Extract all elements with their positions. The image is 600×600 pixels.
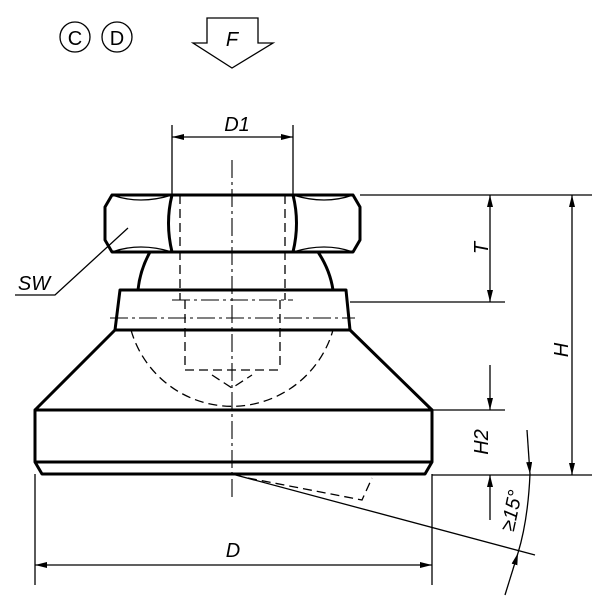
force-arrow-icon: F bbox=[190, 17, 276, 69]
svg-text:H: H bbox=[551, 342, 573, 357]
svg-text:C: C bbox=[68, 28, 82, 50]
dimension-h2: H2 bbox=[432, 365, 505, 520]
dimension-t: T bbox=[350, 194, 510, 303]
symbol-d: D bbox=[101, 21, 133, 53]
svg-text:F: F bbox=[226, 29, 240, 51]
hidden-thread bbox=[179, 195, 286, 389]
symbol-c: C bbox=[59, 21, 91, 53]
svg-text:≥15°: ≥15° bbox=[497, 488, 527, 533]
dimension-d: D bbox=[34, 474, 433, 585]
hex-nut bbox=[103, 193, 362, 254]
tilt-hidden-line bbox=[247, 477, 373, 501]
dimension-d1: D1 bbox=[171, 114, 294, 195]
dimension-h: H bbox=[432, 194, 592, 476]
svg-text:D: D bbox=[226, 540, 240, 562]
ball-hidden-outline bbox=[130, 329, 334, 407]
cone-body bbox=[33, 328, 434, 412]
svg-text:T: T bbox=[471, 240, 493, 254]
base-plate bbox=[33, 408, 434, 476]
svg-text:H2: H2 bbox=[471, 429, 493, 455]
svg-text:D1: D1 bbox=[224, 114, 250, 136]
dimension-sw: SW bbox=[15, 227, 129, 296]
svg-text:SW: SW bbox=[18, 273, 52, 295]
svg-text:D: D bbox=[110, 28, 124, 50]
ball-neck bbox=[136, 251, 335, 291]
